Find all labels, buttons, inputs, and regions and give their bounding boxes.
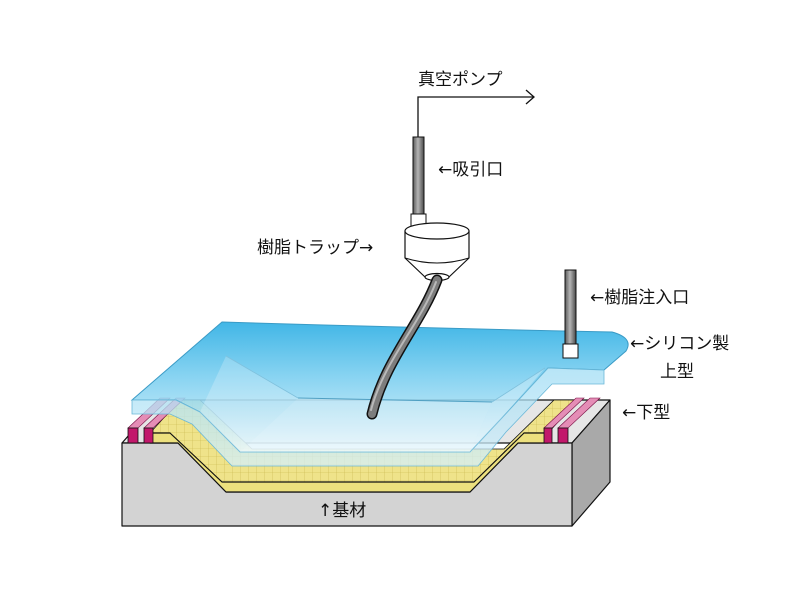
- label-suction-port: ←吸引口: [438, 160, 503, 180]
- label-silicone-upper-mold-line1: ←シリコン製: [630, 334, 729, 354]
- resin-inlet: [562, 269, 579, 359]
- suction-pipe: [412, 136, 425, 220]
- silicone-trough-floor: [240, 398, 492, 452]
- arrow-head-right-icon: [525, 89, 535, 105]
- seal-strip-right-inner-front: [543, 427, 553, 444]
- silicone-trough-right-wall: [470, 368, 545, 452]
- silicone-trough-back-edge: [297, 397, 493, 403]
- resin-inlet-tip: [562, 343, 579, 359]
- silicone-trough-left-wall: [200, 356, 298, 452]
- silicone-sheet-front-edge: [131, 367, 605, 467]
- suction-tube-highlight: [370, 281, 437, 411]
- seal-strip-left-outer-front: [127, 427, 139, 444]
- resin-inlet-pipe: [564, 269, 577, 347]
- labels: 真空ポンプ ←吸引口 樹脂トラップ→ ←樹脂注入口 ←シリコン製 上型 ←下型 …: [257, 70, 729, 521]
- label-silicone-upper-mold-line2: 上型: [660, 362, 694, 382]
- seal-strip-right-outer-front: [557, 427, 569, 444]
- vacuum-line: [417, 96, 533, 137]
- silicone-trough-right-crease: [491, 367, 546, 403]
- resin-trap: [404, 222, 470, 282]
- label-resin-inlet: ←樹脂注入口: [590, 288, 689, 308]
- label-vacuum-pump: 真空ポンプ: [418, 70, 503, 90]
- label-lower-mold: ←下型: [622, 403, 670, 423]
- suction-tube: [366, 274, 443, 420]
- label-substrate: ↑基材: [318, 501, 366, 521]
- vacuum-pump-arrow: [417, 89, 535, 137]
- seal-strip-left-inner-front: [143, 427, 154, 444]
- resin-trap-lid: [404, 222, 470, 240]
- label-resin-trap: 樹脂トラップ→: [257, 238, 373, 258]
- suction-port: [410, 136, 427, 227]
- silicone-trough-left-crease: [225, 355, 299, 399]
- resin-trap-shoulder: [404, 257, 470, 264]
